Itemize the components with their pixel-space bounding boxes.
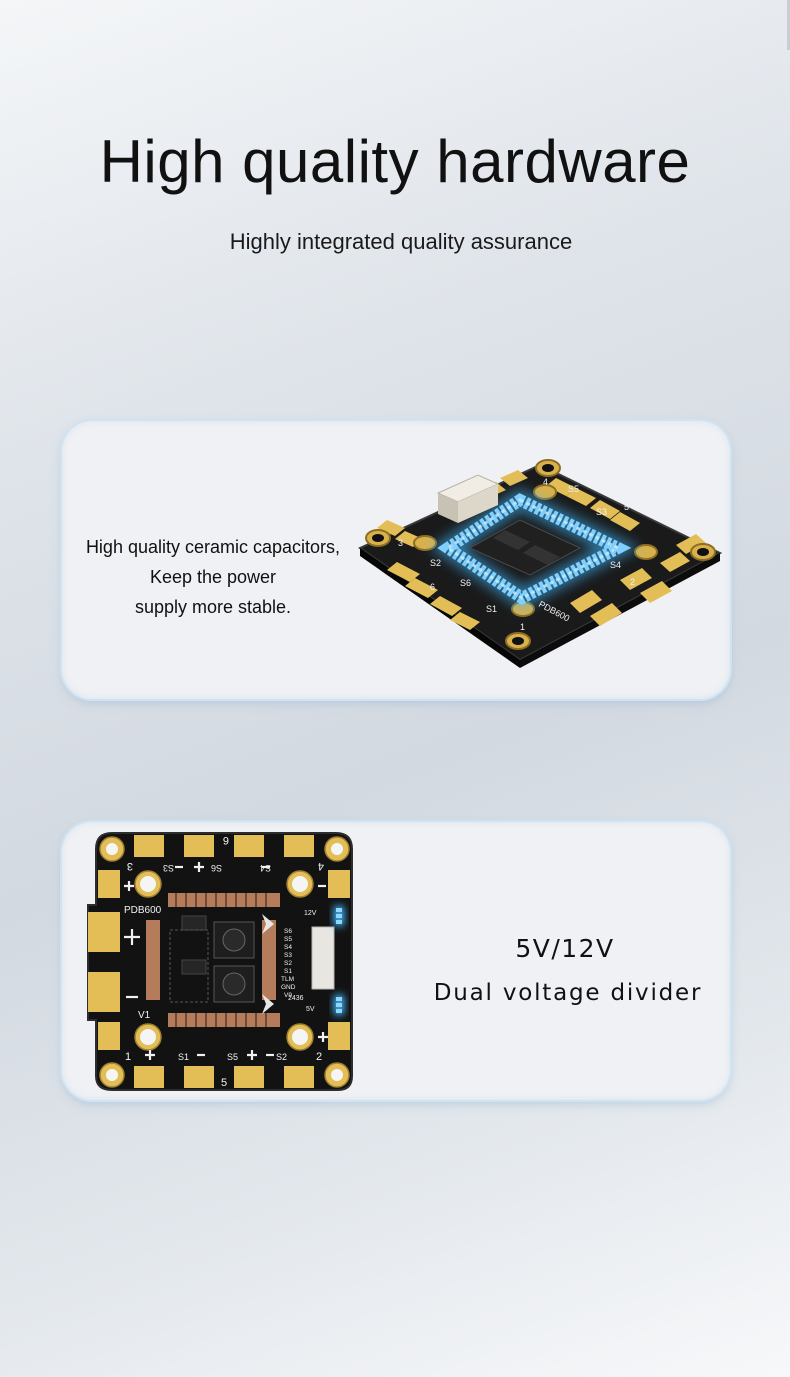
- edge-line: [787, 0, 790, 50]
- capacitor-feature-text: High quality ceramic capacitors, Keep th…: [76, 532, 350, 622]
- page-subtitle: Highly integrated quality assurance: [229, 229, 573, 254]
- capacitor-text-line-2: Keep the power: [149, 567, 277, 587]
- capacitor-text-line-3: supply more stable.: [134, 597, 292, 617]
- page-title: High quality hardware: [99, 128, 691, 195]
- voltage-value: 5V/12V: [515, 934, 615, 963]
- capacitor-text-line-1: High quality ceramic capacitors,: [85, 537, 341, 557]
- voltage-description: Dual voltage divider: [433, 980, 703, 1006]
